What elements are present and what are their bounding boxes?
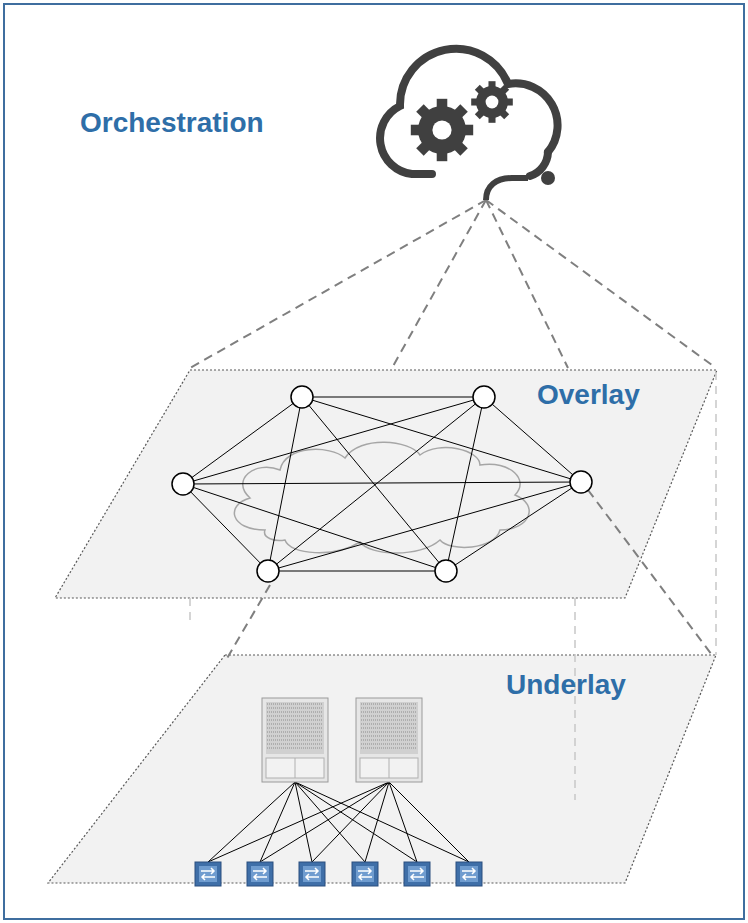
fabric-link <box>295 782 469 862</box>
leaf-switches <box>195 862 482 886</box>
overlay-cloud <box>234 442 529 553</box>
network-plane: Overlay <box>55 370 717 598</box>
orchestration-icon <box>380 49 558 200</box>
overlay-mesh <box>183 397 581 571</box>
overlay-endpoint <box>257 560 279 582</box>
overlay-endpoint <box>473 386 495 408</box>
mesh-link <box>268 571 446 572</box>
mesh-link <box>302 397 446 571</box>
fabric-link <box>260 782 295 862</box>
fabric-links <box>208 782 469 862</box>
leaf-switch <box>299 862 325 886</box>
plane-label: Overlay <box>537 380 640 411</box>
mesh-link <box>183 397 484 484</box>
fabric-link <box>295 782 417 862</box>
mesh-link <box>446 482 581 571</box>
mesh-link <box>446 397 484 571</box>
leaf-switch <box>456 862 482 886</box>
mesh-link <box>183 482 581 484</box>
leaf-switch <box>247 862 273 886</box>
overlay-endpoint <box>570 471 592 493</box>
fabric-link <box>208 782 295 862</box>
mesh-link <box>268 397 484 571</box>
fabric-link <box>312 782 389 862</box>
fabric-link <box>389 782 417 862</box>
mesh-link <box>183 484 268 571</box>
leaf-switch <box>195 862 221 886</box>
leaf-switch <box>352 862 378 886</box>
overlay-endpoints <box>172 386 592 582</box>
fabric-link <box>295 782 365 862</box>
plane-label: Underlay <box>506 670 626 701</box>
spine-switches <box>262 698 422 782</box>
overlay-endpoint <box>291 386 313 408</box>
mesh-link <box>302 397 484 398</box>
overlay-endpoint <box>435 560 457 582</box>
fabric-link <box>389 782 469 862</box>
fabric-link <box>260 782 389 862</box>
mesh-link <box>484 397 581 482</box>
spine-chassis <box>262 698 328 782</box>
mesh-link <box>183 397 302 484</box>
overlay-endpoint <box>172 473 194 495</box>
fabric-link <box>208 782 389 862</box>
fabric-link <box>365 782 389 862</box>
mesh-link <box>268 482 581 571</box>
layer-title: Orchestration <box>80 108 264 139</box>
leaf-switch <box>404 862 430 886</box>
spine-chassis <box>356 698 422 782</box>
